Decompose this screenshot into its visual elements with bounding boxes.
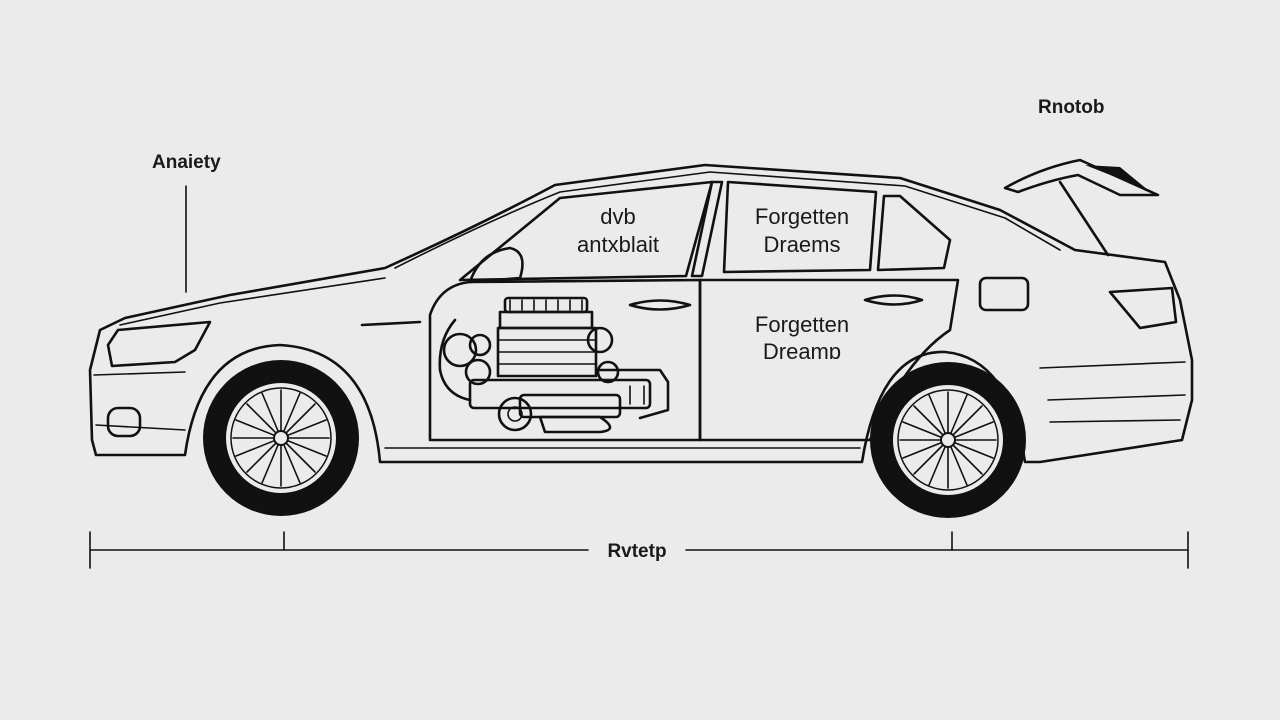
- label-front-window-2: antxblait: [577, 232, 659, 257]
- quarter-window: [876, 194, 952, 272]
- label-rear-door-2: Dreamɒ: [763, 339, 841, 364]
- front-window: [458, 180, 714, 282]
- rear-door-handle: [863, 294, 924, 306]
- front-fender-trim: [360, 320, 422, 327]
- label-rear-window-2: Draems: [763, 232, 840, 257]
- trunk-spoiler: [1003, 158, 1160, 197]
- headlight: [106, 320, 212, 368]
- tail-light: [1108, 286, 1178, 330]
- label-anaiety: Anaiety: [152, 152, 221, 173]
- fuel-door: [978, 276, 1030, 312]
- trunk-strut: [1058, 180, 1110, 257]
- label-dimension: Rvtetp: [607, 541, 666, 562]
- rear-body-line: [1039, 361, 1186, 423]
- front-wheel: [203, 360, 359, 516]
- b-pillar: [690, 180, 724, 278]
- dimension-line: [89, 531, 1189, 569]
- label-rnotob: Rnotob: [1038, 97, 1104, 118]
- label-front-window-1: dvb: [600, 204, 635, 229]
- hood-line: [119, 277, 386, 326]
- fog-light: [106, 406, 142, 438]
- roof-inner-line: [394, 171, 1061, 269]
- front-door: [428, 278, 702, 442]
- front-door-handle: [628, 299, 692, 311]
- spoiler-fill: [1085, 165, 1148, 190]
- engine-illustration: [438, 296, 670, 434]
- car-body-outline: [88, 163, 1194, 464]
- label-rear-window-1: Forgetten: [755, 204, 849, 229]
- rear-window: [722, 180, 878, 274]
- label-rear-door-1: Forgetten: [755, 312, 849, 337]
- rear-wheel: [870, 362, 1026, 518]
